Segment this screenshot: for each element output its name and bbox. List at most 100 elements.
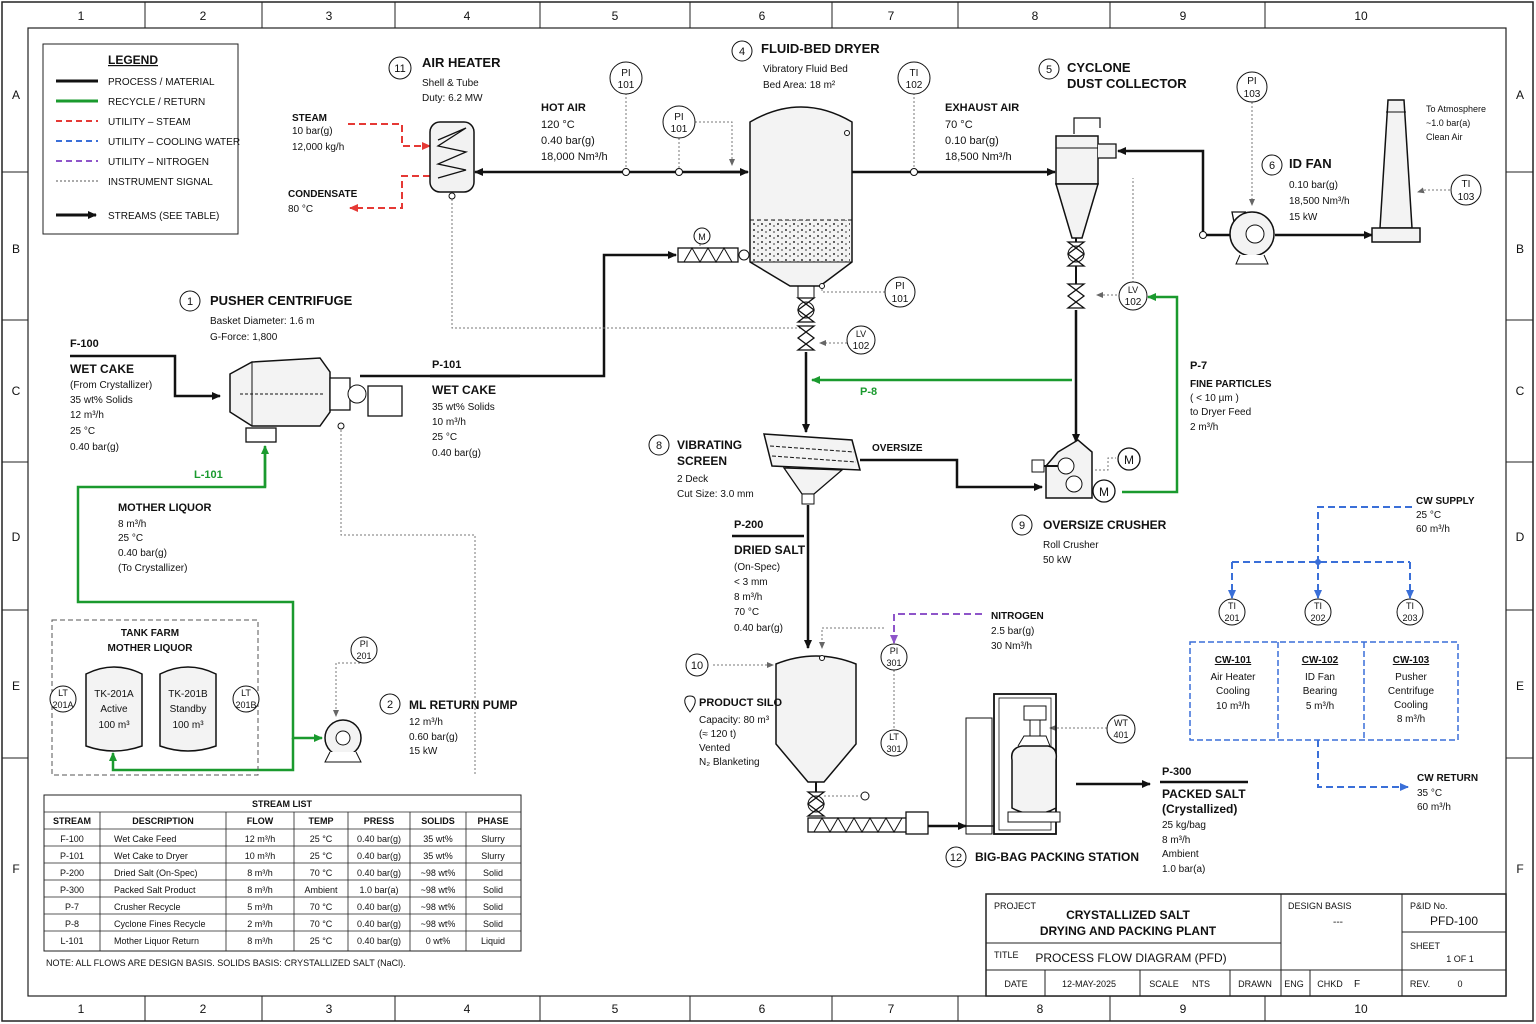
instrument-lt-201a[interactable]: LT 201A <box>49 685 77 713</box>
equipment-spec: Cut Size: 3.0 mm <box>677 489 754 500</box>
instrument-wt-401[interactable]: WT 401 <box>1106 714 1136 744</box>
equipment-number-badge <box>945 846 967 868</box>
instrument-lt-201b[interactable]: LT 201B <box>232 685 260 713</box>
air-heater[interactable] <box>429 121 475 200</box>
tank-return-line <box>109 738 295 772</box>
stream-p7-line <box>1122 293 1179 494</box>
instrument-ti-103[interactable]: TI 103 <box>1450 174 1482 206</box>
ml-return-pump[interactable] <box>324 719 362 763</box>
rotary-valve[interactable] <box>796 297 816 351</box>
cooling-user-cw-101[interactable]: CW-101 Air Heater Cooling 10 m³/h <box>1210 655 1256 712</box>
equipment-number: 2 <box>387 699 393 711</box>
equipment-number-badge <box>179 290 201 312</box>
table-cell: 25 °C <box>310 834 333 844</box>
instrument-pi-101[interactable]: PI 101 <box>662 105 696 139</box>
instrument-ti-201[interactable]: TI 201 <box>1218 598 1246 626</box>
stream-spec: 35 wt% Solids <box>70 395 133 406</box>
svg-text:M: M <box>698 232 706 242</box>
instrument-ti-203[interactable]: TI 203 <box>1396 598 1424 626</box>
equipment-number-badge <box>379 693 401 715</box>
table-cell: 70 °C <box>310 902 333 912</box>
cw-return-line <box>1317 740 1409 791</box>
svg-text:101: 101 <box>618 80 635 91</box>
legend-item: STREAMS (SEE TABLE) <box>108 211 219 222</box>
svg-text:Cooling: Cooling <box>1216 686 1250 697</box>
svg-text:1 OF 1: 1 OF 1 <box>1446 954 1474 964</box>
equipment-number-badge <box>1038 58 1060 80</box>
stream-title: NITROGEN <box>991 611 1044 622</box>
instrument-lv-102[interactable]: LV 102 <box>846 325 876 355</box>
instrument-pi-101[interactable]: PI 101 <box>884 276 916 308</box>
instrument-lv-102[interactable]: LV 102 <box>1118 281 1148 311</box>
table-cell: 70 °C <box>310 868 333 878</box>
legend-item: UTILITY – COOLING WATER <box>108 137 240 148</box>
stream-spec: 120 °C <box>541 119 575 131</box>
grid-col-label: 4 <box>464 1002 471 1016</box>
table-cell: 0 wt% <box>426 936 451 946</box>
instrument-ti-102[interactable]: TI 102 <box>897 61 931 95</box>
steam-supply-line <box>348 123 431 150</box>
stream-spec: 70 °C <box>734 607 759 618</box>
equipment-title: DUST COLLECTOR <box>1067 76 1187 91</box>
instrument-pi-201[interactable]: PI 201 <box>350 636 378 664</box>
grid-col-label: 10 <box>1354 1002 1368 1016</box>
id-fan[interactable] <box>1199 211 1275 265</box>
big-bag-station[interactable] <box>965 693 1061 835</box>
stream-title: CW SUPPLY <box>1416 496 1475 507</box>
stream-spec: ~1.0 bar(a) <box>1426 118 1470 128</box>
stream-spec: 0.40 bar(g) <box>70 442 119 453</box>
stream-tag: P-101 <box>432 359 461 371</box>
table-cell: L-101 <box>60 936 83 946</box>
stream-tag: L-101 <box>194 469 223 481</box>
table-cell: Slurry <box>481 851 505 861</box>
instrument-ti-202[interactable]: TI 202 <box>1304 598 1332 626</box>
grid-col-label: 1 <box>78 1002 85 1016</box>
svg-text:100 m³: 100 m³ <box>172 720 204 731</box>
table-cell: 8 m³/h <box>247 936 273 946</box>
screw-conveyor[interactable] <box>807 811 929 835</box>
instrument-pi-301[interactable]: PI 301 <box>880 643 908 671</box>
stream-spec: 0.40 bar(g) <box>432 448 481 459</box>
vibrating-screen[interactable] <box>763 433 861 505</box>
svg-text:CHKD: CHKD <box>1317 979 1343 989</box>
stream-spec: Clean Air <box>1426 132 1463 142</box>
product-silo[interactable] <box>775 655 870 817</box>
table-cell: Mother Liquor Return <box>114 936 199 946</box>
pusher-centrifuge[interactable] <box>229 357 403 443</box>
equipment-spec: Roll Crusher <box>1043 540 1099 551</box>
instrument-lt-301[interactable]: LT 301 <box>880 729 908 757</box>
tank-farm-title: TANK FARM <box>121 628 179 639</box>
project-name: CRYSTALLIZED SALT <box>1066 908 1190 922</box>
table-cell: Solid <box>483 885 503 895</box>
grid-row-label: C <box>12 384 21 398</box>
instrument-pi-103[interactable]: PI 103 <box>1236 71 1268 103</box>
tank-tk-201b[interactable]: TK-201B Standby 100 m³ <box>159 666 217 752</box>
stream-title: WET CAKE <box>70 362 134 376</box>
grid-col-label: 4 <box>464 9 471 23</box>
grid-row-label: B <box>12 242 20 256</box>
equipment-number: 5 <box>1046 64 1052 76</box>
tank-tk-201a[interactable]: TK-201A Active 100 m³ <box>85 666 143 752</box>
svg-text:401: 401 <box>1113 730 1128 740</box>
svg-text:10 m³/h: 10 m³/h <box>1216 701 1250 712</box>
oversize-crusher[interactable] <box>1031 439 1093 499</box>
svg-text:PI: PI <box>890 646 899 656</box>
stream-spec: 30 Nm³/h <box>991 641 1032 652</box>
stream-title: EXHAUST AIR <box>945 102 1019 114</box>
grid-col-label: 3 <box>326 9 333 23</box>
fluid-bed-dryer[interactable] <box>749 106 853 299</box>
drawing-title: PROCESS FLOW DIAGRAM (PFD) <box>1035 951 1226 965</box>
exhaust-stack[interactable] <box>1371 99 1421 243</box>
svg-text:TI: TI <box>1228 601 1236 611</box>
nitrogen-line <box>890 613 982 644</box>
svg-text:Bearing: Bearing <box>1303 686 1337 697</box>
equipment-number-badge <box>388 56 412 80</box>
cooling-user-cw-103[interactable]: CW-103 Pusher Centrifuge Cooling 8 m³/h <box>1388 655 1435 725</box>
table-cell: 0.40 bar(g) <box>357 868 401 878</box>
instrument-pi-101[interactable]: PI 101 <box>609 61 643 95</box>
screw-feeder[interactable] <box>677 246 750 264</box>
grid-row-label: D <box>1516 530 1525 544</box>
cyclone[interactable] <box>1054 117 1117 309</box>
cooling-user-cw-102[interactable]: CW-102 ID Fan Bearing 5 m³/h <box>1302 655 1339 712</box>
